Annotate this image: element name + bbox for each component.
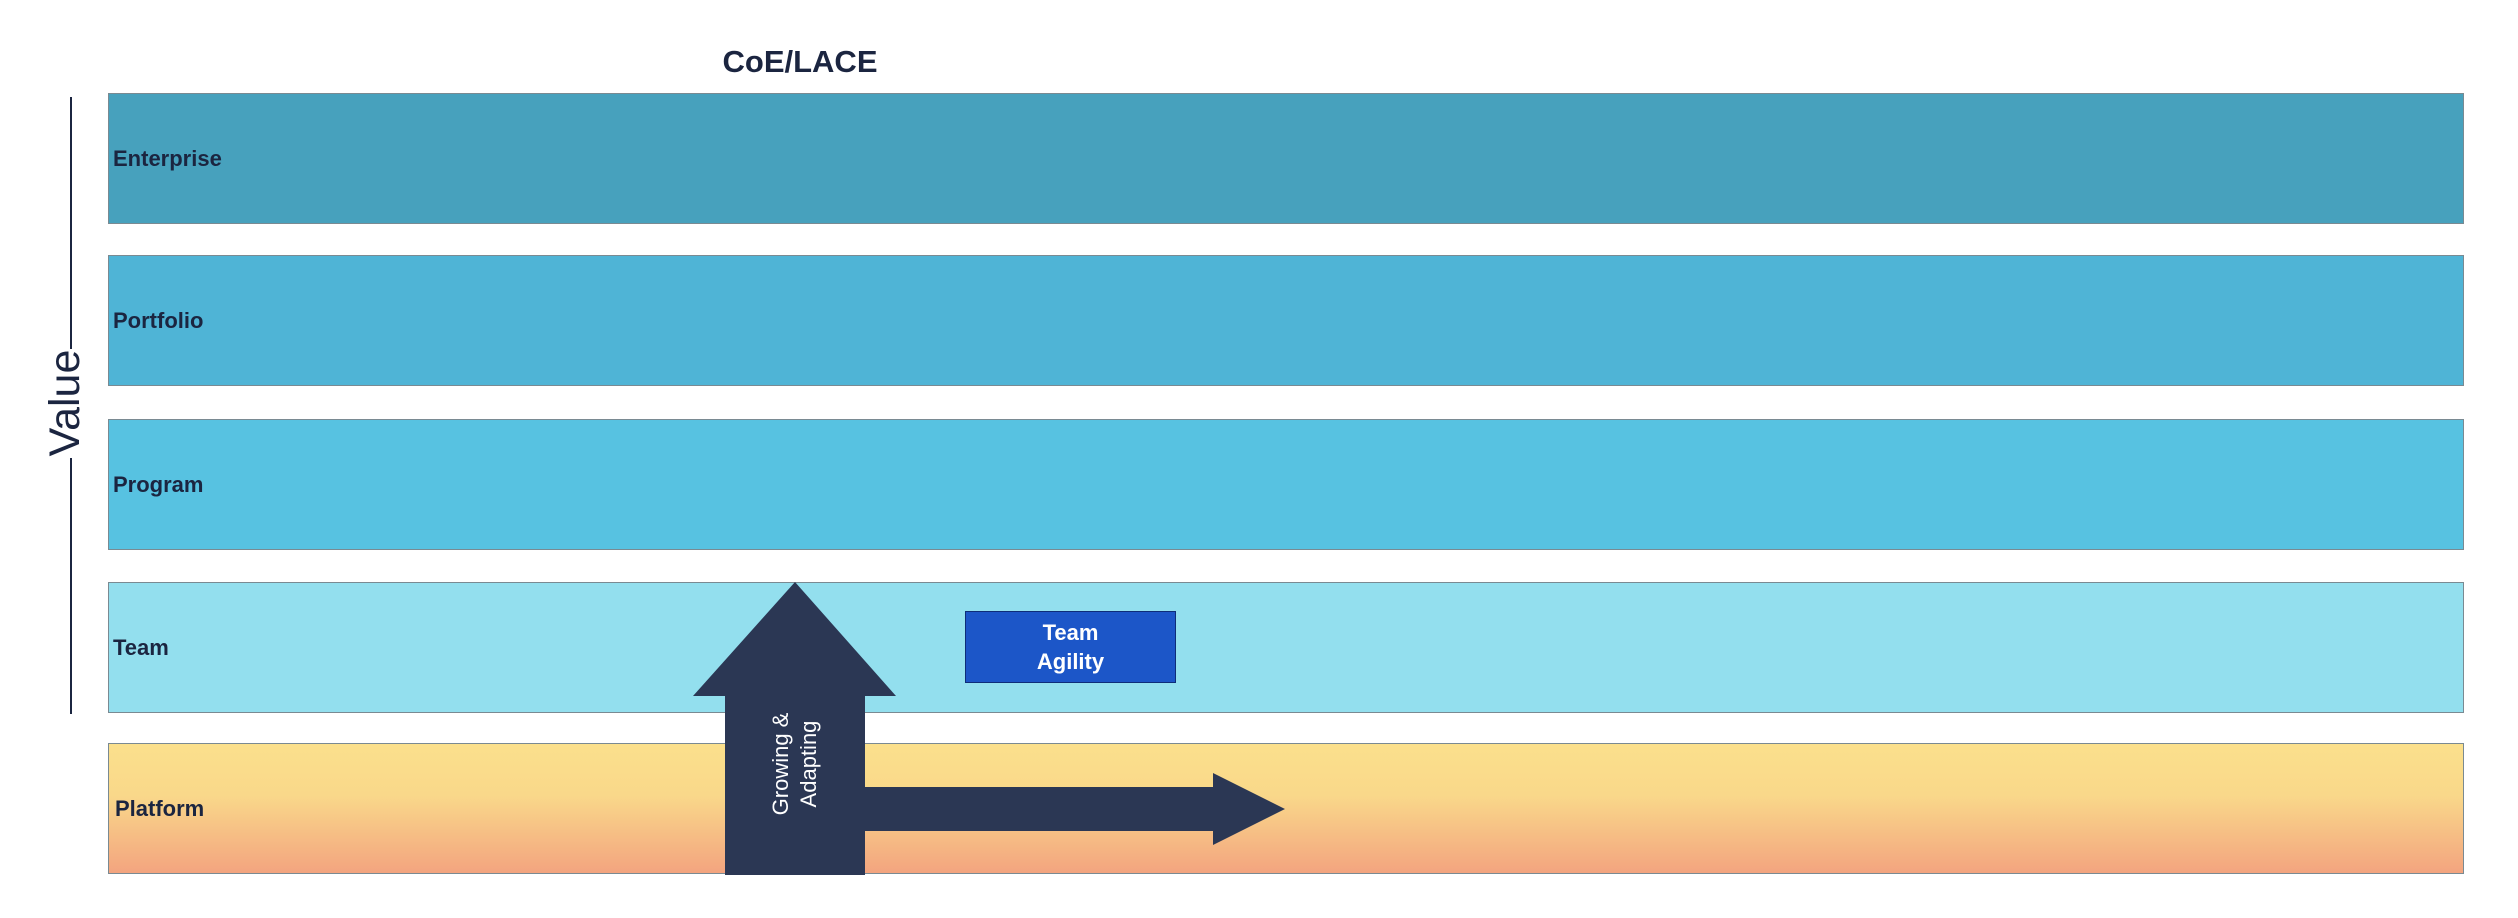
platform-right-arrow bbox=[865, 773, 1285, 845]
band-label-team: Team bbox=[113, 634, 169, 660]
growing-up-arrow bbox=[693, 582, 896, 875]
value-axis-line-bottom bbox=[70, 458, 72, 714]
band-portfolio: Portfolio bbox=[108, 255, 2464, 386]
team-agility-box: Team Agility bbox=[965, 611, 1176, 683]
band-label-portfolio: Portfolio bbox=[113, 307, 204, 333]
team-agility-label: Team Agility bbox=[1036, 620, 1105, 674]
band-label-platform: Platform bbox=[115, 795, 205, 821]
band-platform: Platform bbox=[108, 743, 2464, 874]
band-team: Team bbox=[108, 582, 2464, 713]
band-enterprise: Enterprise bbox=[108, 93, 2464, 224]
band-label-program: Program bbox=[113, 471, 204, 497]
band-program: Program bbox=[108, 419, 2464, 550]
band-label-enterprise: Enterprise bbox=[113, 145, 222, 171]
diagram-title: CoE/LACE bbox=[722, 44, 878, 79]
growing-adapting-label: Growing & Adapting bbox=[768, 712, 821, 816]
value-axis-line-top bbox=[70, 97, 72, 349]
